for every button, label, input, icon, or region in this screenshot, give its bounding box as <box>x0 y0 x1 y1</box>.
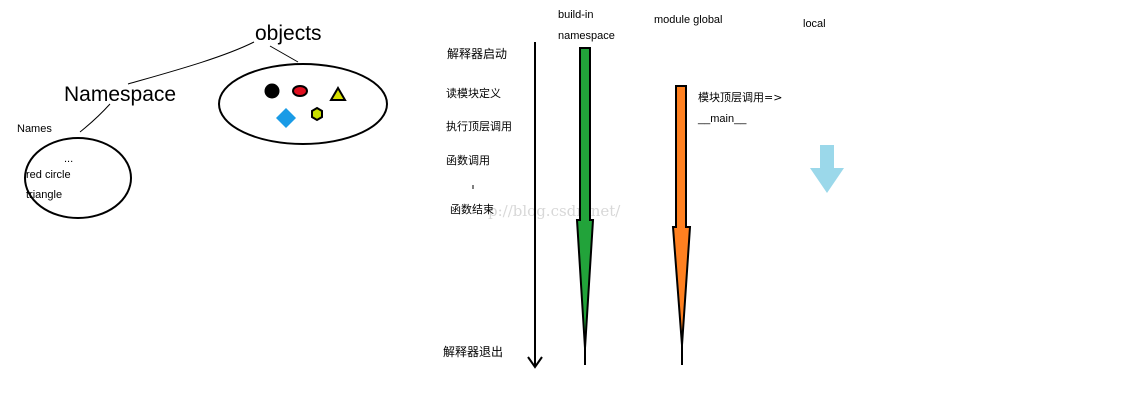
time-axis-arrowhead <box>527 356 543 369</box>
builtin-header-line2: namespace <box>558 30 615 42</box>
local-header: local <box>803 18 826 30</box>
module-note-line2: __main__ <box>697 113 747 125</box>
builtin-lifetime-arrow <box>575 47 595 349</box>
event-exec-top: 执行顶层调用 <box>446 119 512 133</box>
names-item-triangle: triangle <box>26 189 62 201</box>
namespace-objects-connector <box>127 41 255 85</box>
blue-diamond-icon <box>276 108 296 128</box>
objects-label: objects <box>255 22 322 45</box>
objects-ellipse-connector <box>269 45 299 63</box>
event-read-module: 读模块定义 <box>446 86 501 100</box>
names-item-ellipsis: ... <box>64 153 73 165</box>
module-header: module global <box>654 14 723 26</box>
red-ellipse-icon <box>292 85 308 97</box>
black-circle-icon <box>264 83 280 99</box>
module-lifetime-arrow <box>671 85 692 346</box>
names-label: Names <box>17 123 52 135</box>
namespace-names-connector <box>79 103 111 133</box>
yellow-hexagon-icon <box>311 106 323 122</box>
local-lifetime-arrow <box>810 145 844 193</box>
namespace-label: Namespace <box>64 83 176 106</box>
event-interpreter-exit: 解释器退出 <box>443 345 503 359</box>
event-interpreter-start: 解释器启动 <box>447 47 507 61</box>
watermark-text: p://blog.csdn.net/ <box>488 202 621 220</box>
objects-ellipse <box>218 63 388 145</box>
builtin-header-line1: build-in <box>558 9 593 21</box>
names-ellipse <box>24 137 132 219</box>
event-func-call: 函数调用 <box>446 154 490 167</box>
event-func-end: 函数结束 <box>450 203 494 216</box>
names-item-red-circle: red circle <box>26 169 71 181</box>
yellow-triangle-icon <box>329 86 347 101</box>
module-note-line1: 模块顶层调用=> <box>698 91 782 104</box>
